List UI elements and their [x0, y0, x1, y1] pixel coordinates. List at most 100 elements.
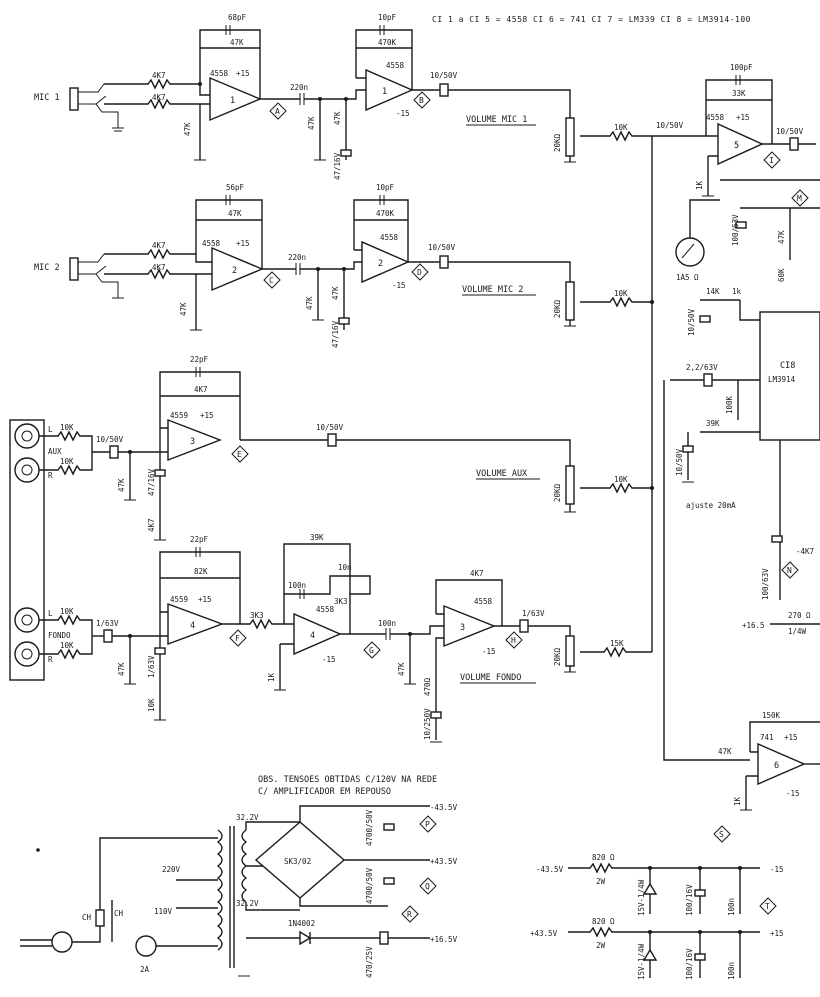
svg-text:4558: 4558: [316, 605, 335, 614]
svg-text:1K: 1K: [695, 180, 704, 190]
svg-text:3K3: 3K3: [334, 597, 348, 606]
svg-text:82K: 82K: [194, 567, 208, 576]
svg-text:68pF: 68pF: [228, 13, 247, 22]
svg-text:10K: 10K: [60, 457, 74, 466]
svg-text:33K: 33K: [732, 89, 746, 98]
svg-text:47K: 47K: [307, 116, 316, 130]
svg-text:100/63V: 100/63V: [731, 214, 740, 246]
svg-text:+16.5V: +16.5V: [430, 935, 458, 944]
svg-text:10K: 10K: [614, 475, 628, 484]
svg-text:47K: 47K: [331, 286, 340, 300]
svg-text:-15: -15: [322, 655, 336, 664]
svg-text:820 Ω: 820 Ω: [592, 917, 615, 926]
svg-text:+15: +15: [236, 239, 250, 248]
svg-text:20KΩ: 20KΩ: [553, 647, 562, 666]
svg-text:4K7: 4K7: [152, 263, 166, 272]
svg-text:-43.5V: -43.5V: [536, 865, 564, 874]
svg-text:10K: 10K: [614, 123, 628, 132]
opamp6-stage: 47K 6 741 +15 -15 150K 1K: [718, 711, 820, 811]
svg-text:39K: 39K: [310, 533, 324, 542]
svg-text:10/50V: 10/50V: [656, 121, 684, 130]
fondo-jack-l: [14, 607, 40, 633]
svg-text:CI8: CI8: [780, 361, 795, 371]
svg-text:47K: 47K: [179, 302, 188, 316]
svg-text:10K: 10K: [147, 698, 156, 712]
opamp-3: [167, 418, 222, 462]
svg-text:15V-1/4W: 15V-1/4W: [637, 879, 646, 916]
svg-text:3: 3: [460, 623, 465, 633]
svg-text:R: R: [407, 910, 412, 919]
svg-text:FONDO: FONDO: [48, 631, 71, 640]
svg-text:+15: +15: [198, 595, 212, 604]
svg-text:10/50V: 10/50V: [316, 423, 344, 432]
svg-text:47K: 47K: [397, 662, 406, 676]
svg-text:2: 2: [232, 266, 237, 276]
svg-text:470Ω: 470Ω: [423, 677, 432, 696]
svg-text:AUX: AUX: [48, 447, 62, 456]
svg-text:-15: -15: [392, 281, 406, 290]
svg-text:L: L: [48, 609, 53, 618]
mic2-jack: [69, 257, 79, 281]
svg-text:1/63V: 1/63V: [522, 609, 545, 618]
svg-text:CH: CH: [114, 909, 124, 918]
svg-text:22pF: 22pF: [190, 535, 209, 544]
svg-text:1/63V: 1/63V: [96, 619, 119, 628]
svg-text:100pF: 100pF: [730, 63, 753, 72]
mic1-label: MIC 1: [34, 93, 60, 103]
svg-text:F: F: [235, 634, 240, 643]
svg-text:1A5 Ω: 1A5 Ω: [676, 273, 699, 282]
svg-text:56pF: 56pF: [226, 183, 245, 192]
aux-jack-r: [14, 457, 40, 483]
svg-text:47K: 47K: [183, 122, 192, 136]
svg-text:+43.5V: +43.5V: [530, 929, 558, 938]
svg-text:Q: Q: [425, 882, 430, 891]
svg-text:4558: 4558: [474, 597, 493, 606]
svg-text:-15: -15: [396, 109, 410, 118]
svg-text:10/50V: 10/50V: [776, 127, 804, 136]
svg-text:S: S: [719, 830, 724, 839]
svg-text:47K: 47K: [777, 230, 786, 244]
fondo-jack-r: [14, 641, 40, 667]
aux-jack-l: [14, 423, 40, 449]
mains-plug: [51, 931, 73, 953]
transformer-primary: [216, 829, 223, 951]
volume-aux-label: VOLUME AUX: [476, 469, 528, 479]
svg-text:820 Ω: 820 Ω: [592, 853, 615, 862]
note-line1: OBS. TENSOES OBTIDAS C/120V NA REDE: [258, 775, 437, 785]
power-supply: OBS. TENSOES OBTIDAS C/120V NA REDE C/ A…: [20, 775, 458, 978]
opamp-4: [167, 602, 225, 646]
svg-text:L: L: [48, 425, 53, 434]
svg-text:E: E: [237, 450, 242, 459]
svg-text:+15: +15: [200, 411, 214, 420]
svg-text:C: C: [269, 276, 274, 285]
svg-text:+15: +15: [784, 733, 798, 742]
svg-text:10/50V: 10/50V: [687, 308, 696, 336]
opamp-2: [211, 246, 264, 292]
svg-text:20KΩ: 20KΩ: [553, 483, 562, 502]
svg-text:100/16V: 100/16V: [685, 884, 694, 916]
svg-text:I: I: [769, 156, 774, 165]
svg-text:10/250V: 10/250V: [423, 708, 432, 740]
svg-text:10K: 10K: [614, 289, 628, 298]
svg-text:47/16V: 47/16V: [147, 468, 156, 496]
summing-bus: 10/50V: [651, 121, 720, 761]
svg-text:3: 3: [190, 437, 195, 447]
ci8-lm3914: [759, 311, 820, 441]
svg-text:47K: 47K: [718, 747, 732, 756]
svg-text:+15: +15: [236, 69, 250, 78]
svg-text:1: 1: [230, 96, 235, 106]
volume-fondo-label: VOLUME FONDO: [460, 673, 521, 683]
svg-text:+43.5V: +43.5V: [430, 857, 458, 866]
svg-text:741: 741: [760, 733, 774, 742]
svg-text:100n: 100n: [288, 581, 306, 590]
svg-text:220n: 220n: [288, 253, 306, 262]
opamp-1: [209, 76, 262, 122]
svg-text:ajuste 20mA: ajuste 20mA: [686, 501, 736, 510]
svg-text:100K: 100K: [725, 395, 734, 414]
svg-text:-15: -15: [770, 865, 784, 874]
transformer-secondary: [241, 829, 248, 903]
volume-mic1-label: VOLUME MIC 1: [466, 115, 527, 125]
svg-text:39K: 39K: [706, 419, 720, 428]
svg-text:N: N: [787, 566, 792, 575]
